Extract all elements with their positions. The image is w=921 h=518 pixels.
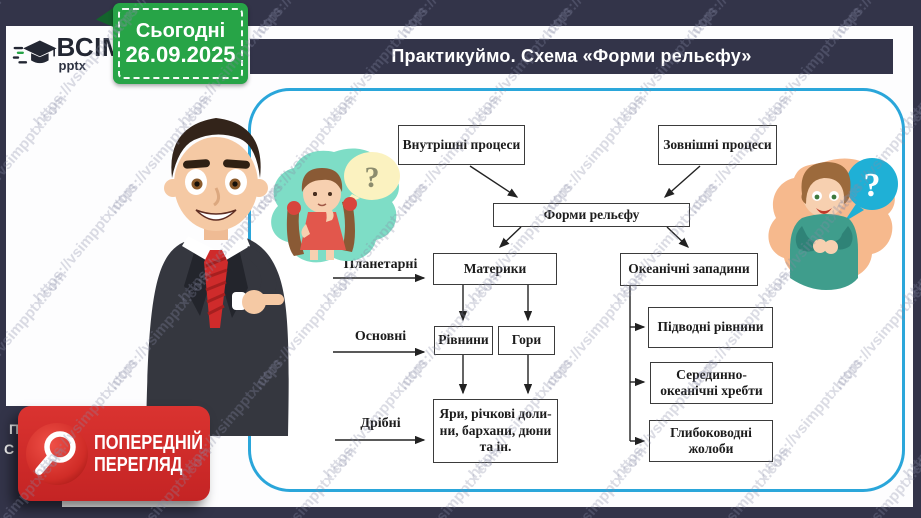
boy-figure bbox=[790, 162, 858, 290]
arrow-relief-to-continents bbox=[498, 226, 522, 248]
box-plains: Рівнини bbox=[434, 326, 493, 355]
brand-sub: pptx bbox=[58, 57, 86, 73]
man-illustration bbox=[146, 118, 289, 436]
box-relief-forms: Форми рельєфу bbox=[493, 203, 690, 227]
label-small: Дрібні bbox=[360, 416, 401, 431]
box-mid-ocean-ridges: Серединно- океанічні хребти bbox=[650, 362, 773, 404]
magnifier-icon bbox=[26, 422, 88, 485]
boy-speech-bubble bbox=[846, 158, 898, 210]
box-mountains: Гори bbox=[498, 326, 555, 355]
preview-badge-line2: ПЕРЕГЛЯД bbox=[94, 453, 183, 476]
box-small-forms: Яри, річкові доли- ни, бархани, дюни та … bbox=[433, 399, 558, 463]
box-continents: Материки bbox=[433, 253, 557, 285]
date-badge-label: Сьогодні bbox=[135, 20, 226, 42]
box-internal-processes: Внутрішні процеси bbox=[398, 125, 525, 165]
box-external-processes: Зовнішні процеси bbox=[658, 125, 777, 165]
date-badge-date: 26.09.2025 bbox=[125, 42, 236, 67]
brand-name: ВСІМ bbox=[56, 32, 124, 63]
man-figure bbox=[146, 118, 289, 436]
girl-question-mark: ? bbox=[365, 161, 380, 194]
girl-speech-bubble bbox=[344, 152, 400, 200]
brand-logo: ВСІМ pptx bbox=[12, 28, 124, 80]
boy-illustration: ? bbox=[768, 158, 898, 290]
date-badge: Сьогодні 26.09.2025 bbox=[113, 3, 248, 84]
hidden-text-fragment: П bbox=[9, 421, 20, 437]
girl-illustration: ? bbox=[271, 148, 400, 263]
label-planetary: Планетарні bbox=[343, 257, 418, 272]
boy-question-mark: ? bbox=[864, 167, 881, 204]
preview-badge-line1: ПОПЕРЕДНІЙ bbox=[94, 431, 204, 454]
boy-bubble-tail bbox=[844, 204, 864, 222]
box-underwater-plains: Підводні рівнини bbox=[648, 307, 773, 348]
box-deep-trenches: Глибоководні жолоби bbox=[649, 420, 773, 462]
arrow-relief-to-ocean bbox=[666, 226, 690, 248]
graduation-cap-icon bbox=[12, 40, 57, 64]
box-ocean-basins: Океанічні западини bbox=[620, 253, 758, 286]
hidden-text-fragment: С bbox=[4, 441, 15, 457]
label-main: Основні bbox=[354, 329, 407, 344]
preview-badge: ПОПЕРЕДНІЙ ПЕРЕГЛЯД bbox=[18, 406, 210, 501]
arrow-external-to-relief bbox=[663, 165, 701, 198]
arrow-internal-to-relief bbox=[469, 165, 519, 198]
slide-title: Практикуймо. Схема «Форми рельєфу» bbox=[391, 46, 752, 66]
girl-figure bbox=[286, 168, 357, 260]
slide-title-bar: Практикуймо. Схема «Форми рельєфу» bbox=[250, 39, 893, 74]
